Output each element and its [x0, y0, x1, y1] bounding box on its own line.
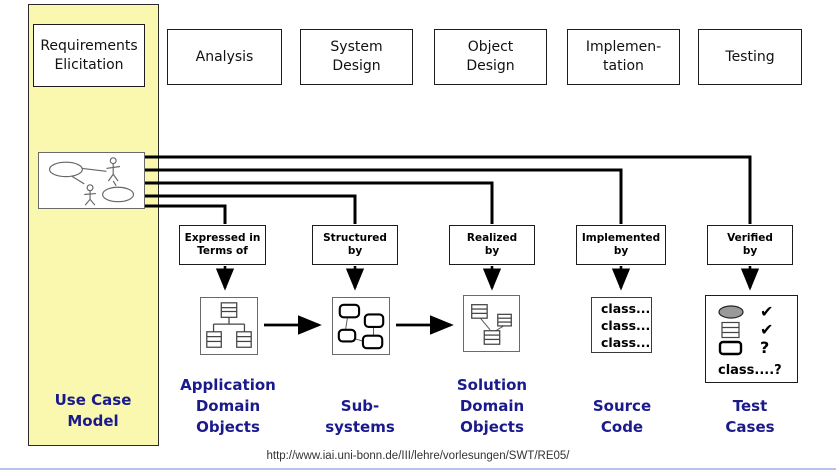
source-code-line: class...	[601, 317, 651, 333]
test-row-class: ✔	[716, 321, 789, 339]
relation-box-expressed-in-terms-of: Expressed in Terms of	[179, 225, 266, 265]
artifact-label-use-case-model: Use Case Model	[54, 391, 132, 430]
use-case-elbow-lines	[145, 155, 752, 224]
question-mark: ?	[760, 338, 770, 357]
phase-box-system-design: System Design	[300, 29, 413, 85]
phase-box-requirements-elicitation: Requirements Elicitation	[33, 24, 145, 87]
artifact-label-test-cases: Test Cases	[725, 397, 775, 436]
artifact-label-source-code: Source Code	[592, 397, 652, 436]
use-case-model-icon	[38, 152, 145, 209]
footer-divider	[0, 468, 836, 470]
source-code-icon: class... class... class...	[591, 297, 652, 353]
source-code-line: class...	[601, 334, 651, 350]
class-box-icon	[721, 321, 740, 339]
relation-box-structured-by: Structured by	[312, 225, 398, 265]
check-icon: ✔	[760, 320, 774, 339]
phase-box-testing: Testing	[698, 29, 802, 85]
test-class-line: class....?	[718, 363, 782, 378]
source-code-line: class...	[601, 300, 651, 316]
phase-box-analysis: Analysis	[167, 29, 282, 85]
check-icon: ✔	[760, 302, 774, 321]
relation-arrows	[215, 266, 760, 291]
subsystem-rect-icon	[718, 340, 743, 356]
test-cases-icon: ✔ ✔ ? class....?	[705, 295, 798, 383]
artifact-label-application-domain-objects: Application Domain Objects	[180, 376, 276, 436]
application-domain-objects-icon	[200, 297, 258, 355]
phase-box-object-design: Object Design	[434, 29, 547, 85]
source-url: http://www.iai.uni-bonn.de/III/lehre/vor…	[266, 450, 570, 462]
relation-box-verified-by: Verified by	[707, 225, 793, 265]
relation-box-realized-by: Realized by	[449, 225, 535, 265]
solution-domain-objects-icon	[463, 295, 520, 352]
artifact-label-subsystems: Sub- systems	[325, 397, 395, 436]
subsystems-icon	[332, 297, 390, 355]
relation-box-implemented-by: Implemented by	[576, 225, 666, 265]
use-case-ellipse-icon	[718, 305, 744, 319]
artifact-label-solution-domain-objects: Solution Domain Objects	[456, 376, 528, 436]
test-row-use-case: ✔	[716, 303, 789, 321]
test-row-subsystem: ?	[716, 339, 789, 357]
phase-box-implementation: Implemen- tation	[567, 29, 680, 85]
